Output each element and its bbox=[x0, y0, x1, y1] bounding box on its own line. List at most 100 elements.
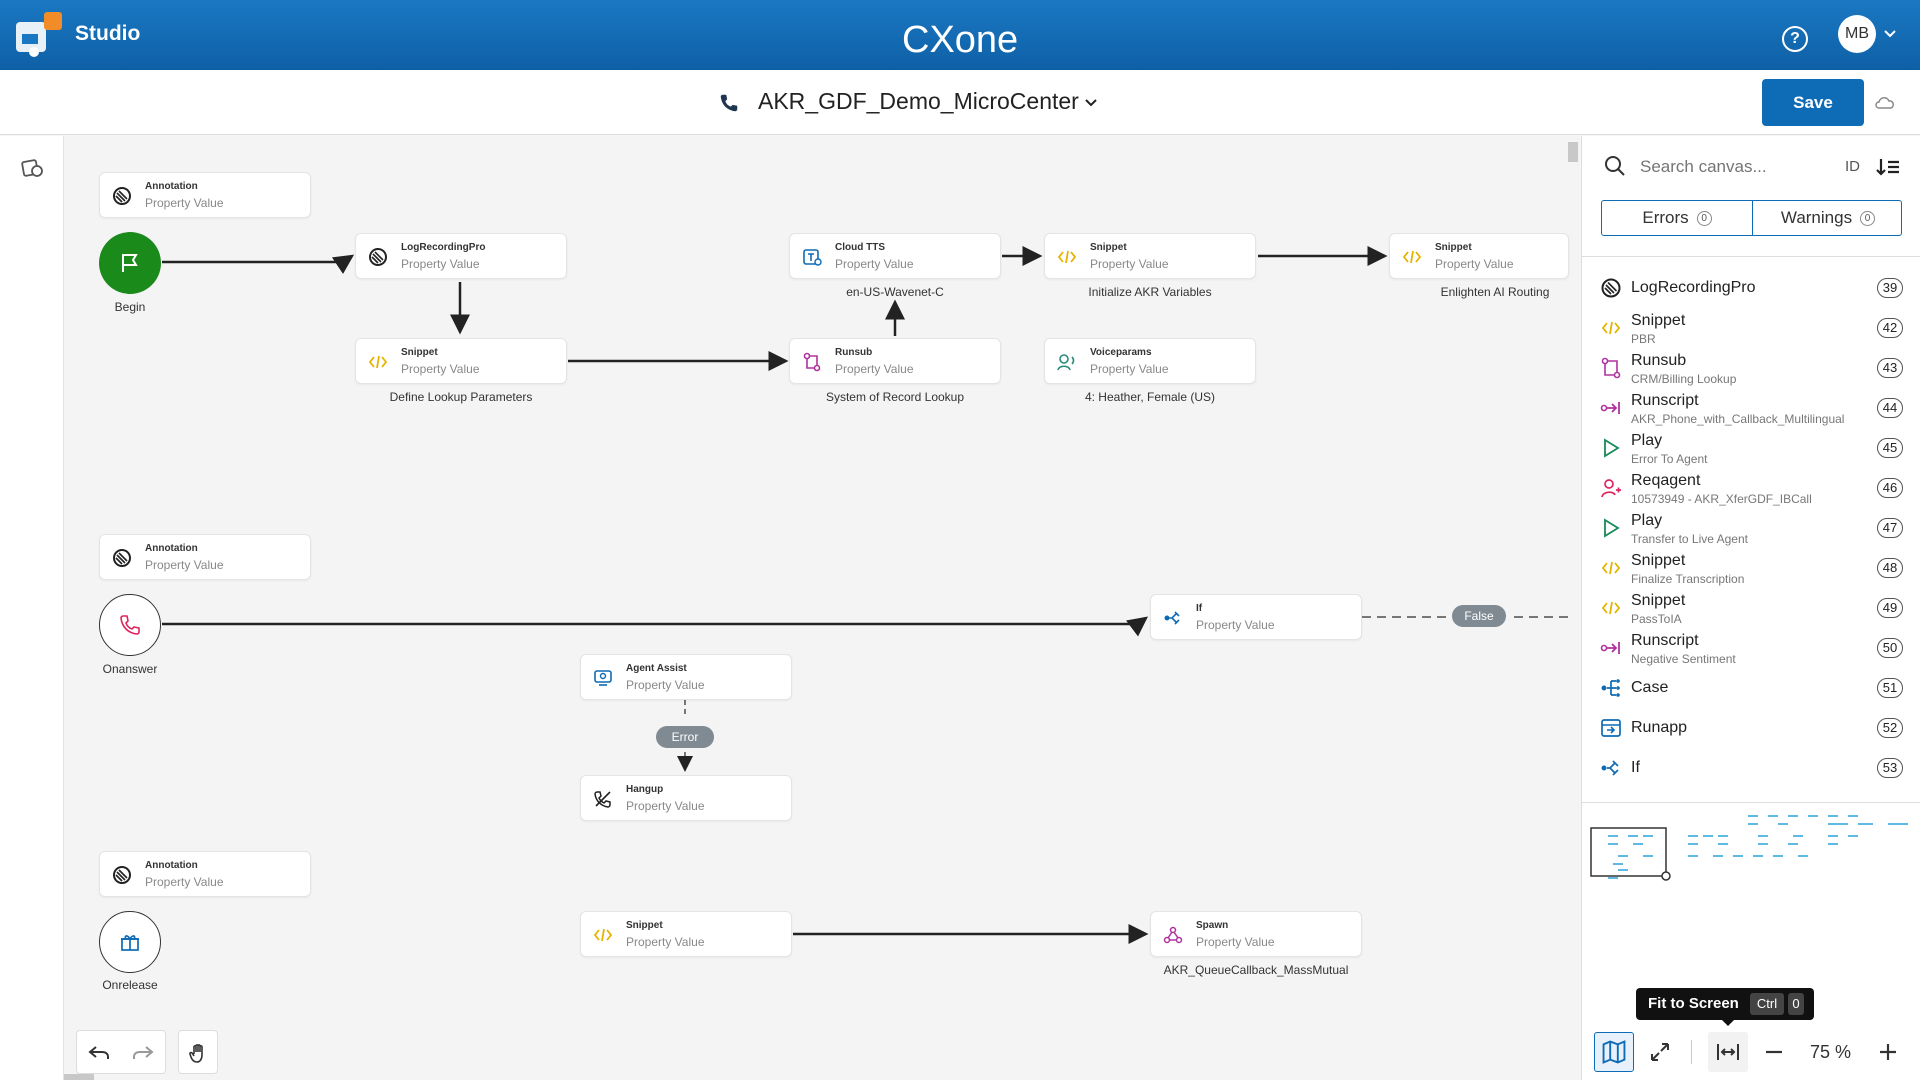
divider bbox=[1582, 256, 1920, 257]
node-voiceparams[interactable]: Voiceparams Property Value bbox=[1044, 338, 1256, 384]
reqagent-icon bbox=[1601, 479, 1621, 498]
canvas-scrollbar[interactable] bbox=[1568, 142, 1578, 162]
list-item[interactable]: Runsub CRM/Billing Lookup 43 bbox=[1600, 348, 1903, 388]
event-label: Begin bbox=[114, 300, 146, 314]
chevron-down-icon[interactable] bbox=[1083, 96, 1099, 110]
svg-text:CXone: CXone bbox=[902, 19, 1018, 61]
cxone-logo: CXone bbox=[902, 19, 1018, 61]
search-canvas-input[interactable] bbox=[1640, 152, 1840, 182]
list-item[interactable]: Snippet PBR 42 bbox=[1600, 308, 1903, 348]
list-item[interactable]: LogRecordingPro 39 bbox=[1600, 268, 1903, 308]
code-icon bbox=[593, 928, 613, 942]
node-if[interactable]: If Property Value bbox=[1150, 594, 1362, 640]
pan-tool-button[interactable] bbox=[178, 1030, 218, 1074]
error-branch-label: Error bbox=[656, 726, 714, 748]
node-spawn[interactable]: Spawn Property Value bbox=[1150, 911, 1362, 957]
list-item[interactable]: Snippet Finalize Transcription 48 bbox=[1600, 548, 1903, 588]
node-annotation[interactable]: Annotation Property Value bbox=[99, 172, 311, 218]
node-caption: en-US-Wavenet-C bbox=[846, 285, 944, 299]
list-item[interactable]: Snippet PassToIA 49 bbox=[1600, 588, 1903, 628]
app-header bbox=[0, 0, 1920, 70]
list-item[interactable]: Play Error To Agent 45 bbox=[1600, 428, 1903, 468]
list-item[interactable]: Case 51 bbox=[1600, 668, 1903, 708]
node-snippet[interactable]: Snippet Property Value bbox=[1389, 233, 1569, 279]
hand-icon bbox=[189, 1044, 203, 1063]
zoom-in-icon[interactable] bbox=[1868, 1032, 1908, 1072]
code-icon bbox=[1601, 321, 1621, 335]
id-sort-label[interactable]: ID bbox=[1845, 158, 1860, 175]
zoom-out-icon[interactable] bbox=[1754, 1032, 1794, 1072]
app-name: Studio bbox=[75, 22, 141, 45]
false-branch-label: False bbox=[1452, 605, 1506, 627]
node-hangup[interactable]: Hangup Property Value bbox=[580, 775, 792, 821]
canvas-minimap[interactable] bbox=[1588, 810, 1913, 890]
agent-assist-icon bbox=[594, 670, 612, 686]
node-agent-assist[interactable]: Agent Assist Property Value bbox=[580, 654, 792, 700]
map-icon[interactable] bbox=[1594, 1032, 1634, 1072]
code-icon bbox=[1057, 250, 1077, 264]
user-avatar[interactable]: MB bbox=[1838, 15, 1876, 53]
toolbar-divider bbox=[1691, 1040, 1692, 1064]
cloud-icon bbox=[1875, 97, 1894, 109]
phone-icon bbox=[120, 615, 140, 635]
list-item[interactable]: If 53 bbox=[1600, 748, 1903, 788]
left-rail bbox=[0, 136, 64, 1080]
onrelease-event[interactable] bbox=[99, 911, 161, 973]
annotation-icon bbox=[113, 549, 131, 567]
undo-redo-group bbox=[76, 1030, 166, 1074]
undo-icon[interactable] bbox=[87, 1043, 111, 1063]
play-icon bbox=[1604, 518, 1620, 538]
divider bbox=[1582, 802, 1920, 803]
canvas-hscrollbar[interactable] bbox=[64, 1074, 94, 1080]
node-annotation[interactable]: Annotation Property Value bbox=[99, 851, 311, 897]
spawn-icon bbox=[1163, 926, 1183, 944]
list-item[interactable]: Runapp 52 bbox=[1600, 708, 1903, 748]
node-logrecordingpro[interactable]: LogRecordingPro Property Value bbox=[355, 233, 567, 279]
node-snippet[interactable]: Snippet Property Value bbox=[1044, 233, 1256, 279]
fit-to-screen-tooltip: Fit to Screen Ctrl 0 bbox=[1636, 988, 1814, 1020]
sort-icon[interactable] bbox=[1876, 157, 1900, 177]
help-icon[interactable]: ? bbox=[1782, 26, 1808, 52]
begin-event[interactable] bbox=[99, 232, 161, 294]
code-icon bbox=[368, 355, 388, 369]
script-title[interactable]: AKR_GDF_Demo_MicroCenter bbox=[758, 88, 1079, 114]
event-label: Onanswer bbox=[102, 662, 158, 676]
redo-icon[interactable] bbox=[131, 1043, 155, 1063]
flag-icon bbox=[122, 254, 138, 272]
node-snippet[interactable]: Snippet Property Value bbox=[355, 338, 567, 384]
node-caption: Define Lookup Parameters bbox=[389, 390, 533, 404]
phone-icon bbox=[720, 94, 738, 112]
annotation-icon bbox=[113, 187, 131, 205]
log-recording-icon bbox=[369, 248, 387, 266]
right-panel bbox=[1581, 136, 1920, 1080]
list-item[interactable]: Runscript Negative Sentiment 50 bbox=[1600, 628, 1903, 668]
search-icon bbox=[1605, 156, 1625, 176]
expand-icon[interactable] bbox=[1640, 1032, 1680, 1072]
node-cloud-tts[interactable]: Cloud TTS Property Value bbox=[789, 233, 1001, 279]
toolbox-icon[interactable] bbox=[20, 156, 46, 182]
chevron-down-icon[interactable] bbox=[1884, 28, 1896, 40]
annotation-icon bbox=[113, 866, 131, 884]
runsub-icon bbox=[1601, 357, 1621, 379]
connector-layer bbox=[162, 246, 1568, 944]
gift-icon bbox=[121, 935, 139, 951]
list-item[interactable]: Runscript AKR_Phone_with_Callback_Multil… bbox=[1600, 388, 1903, 428]
tab-divider bbox=[1752, 201, 1753, 235]
node-snippet[interactable]: Snippet Property Value bbox=[580, 911, 792, 957]
script-bar bbox=[0, 70, 1920, 135]
save-button[interactable]: Save bbox=[1762, 79, 1864, 126]
node-annotation[interactable]: Annotation Property Value bbox=[99, 534, 311, 580]
runapp-icon bbox=[1601, 719, 1621, 737]
fit-to-screen-icon[interactable] bbox=[1708, 1032, 1748, 1072]
list-item[interactable]: Play Transfer to Live Agent 47 bbox=[1600, 508, 1903, 548]
code-icon bbox=[1402, 250, 1422, 264]
onanswer-event[interactable] bbox=[99, 594, 161, 656]
code-icon bbox=[1601, 561, 1621, 575]
list-item[interactable]: Reqagent 10573949 - AKR_XferGDF_IBCall 4… bbox=[1600, 468, 1903, 508]
if-icon bbox=[1164, 611, 1180, 625]
node-runsub[interactable]: Runsub Property Value bbox=[789, 338, 1001, 384]
node-caption: Enlighten AI Routing bbox=[1440, 285, 1550, 299]
